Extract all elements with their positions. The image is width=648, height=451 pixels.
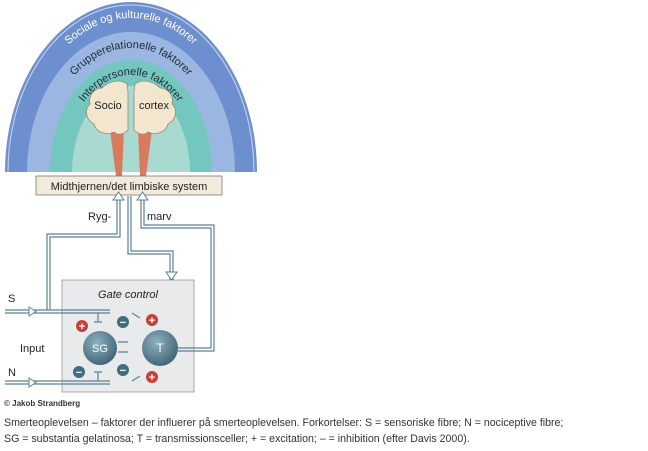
t-ascending-line	[140, 196, 212, 349]
outer-arc-inner-edge	[7, 4, 255, 173]
spinal-label-right: marv	[147, 211, 172, 223]
image-credit: © Jakob Strandberg	[4, 399, 81, 408]
brain-left-hemisphere	[86, 80, 129, 135]
spinal-label-left: Ryg-	[88, 211, 112, 223]
t-cell: T	[142, 330, 178, 366]
factor-arcs	[5, 2, 257, 173]
svg-text:−: −	[120, 317, 126, 329]
connectors	[94, 312, 141, 382]
brain-stem-right	[138, 130, 152, 176]
s-label: S	[8, 293, 15, 305]
midbrain-label: Midthjernen/det limbiske system	[51, 181, 208, 193]
minus-sign-bottom: −	[117, 364, 129, 377]
input-label: Input	[20, 343, 44, 355]
caption-line-1: Smerteoplevelsen – faktorer der influere…	[4, 417, 564, 429]
descending-line	[127, 196, 171, 280]
brain-label-right: cortex	[139, 100, 169, 112]
svg-text:+: +	[149, 372, 155, 384]
caption-line-2: SG = substantia gelatinosa; T = transmis…	[4, 433, 470, 445]
minus-sign-top: −	[117, 316, 129, 329]
svg-text:−: −	[76, 367, 82, 379]
sociocortex-brain: Socio cortex	[86, 80, 176, 176]
brain-right-hemisphere	[133, 80, 176, 135]
brain-label-left: Socio	[94, 100, 122, 112]
n-label: N	[8, 367, 16, 379]
figure-caption: Smerteoplevelsen – faktorer der influere…	[4, 415, 644, 447]
t-label: T	[156, 341, 164, 355]
midbrain-box	[35, 175, 223, 196]
plus-sign-bottom-right: +	[146, 371, 158, 384]
s-ascending-line	[46, 196, 118, 310]
sg-cell: SG	[83, 331, 117, 365]
pain-perception-diagram: Sociale og kulturelle faktorer Grupperel…	[5, 2, 257, 393]
svg-text:+: +	[149, 315, 155, 327]
gate-control-title: Gate control	[98, 289, 158, 301]
signs: + − + − − +	[73, 314, 158, 384]
pathways	[5, 196, 215, 385]
svg-text:+: +	[79, 321, 85, 333]
minus-sign-left: −	[73, 366, 85, 379]
plus-sign-top-right: +	[146, 314, 158, 327]
brain-stem-left	[110, 130, 124, 176]
arrow-heads	[28, 191, 178, 388]
svg-text:−: −	[120, 365, 126, 377]
plus-sign-top-left: +	[76, 320, 88, 333]
sg-label: SG	[92, 343, 108, 355]
